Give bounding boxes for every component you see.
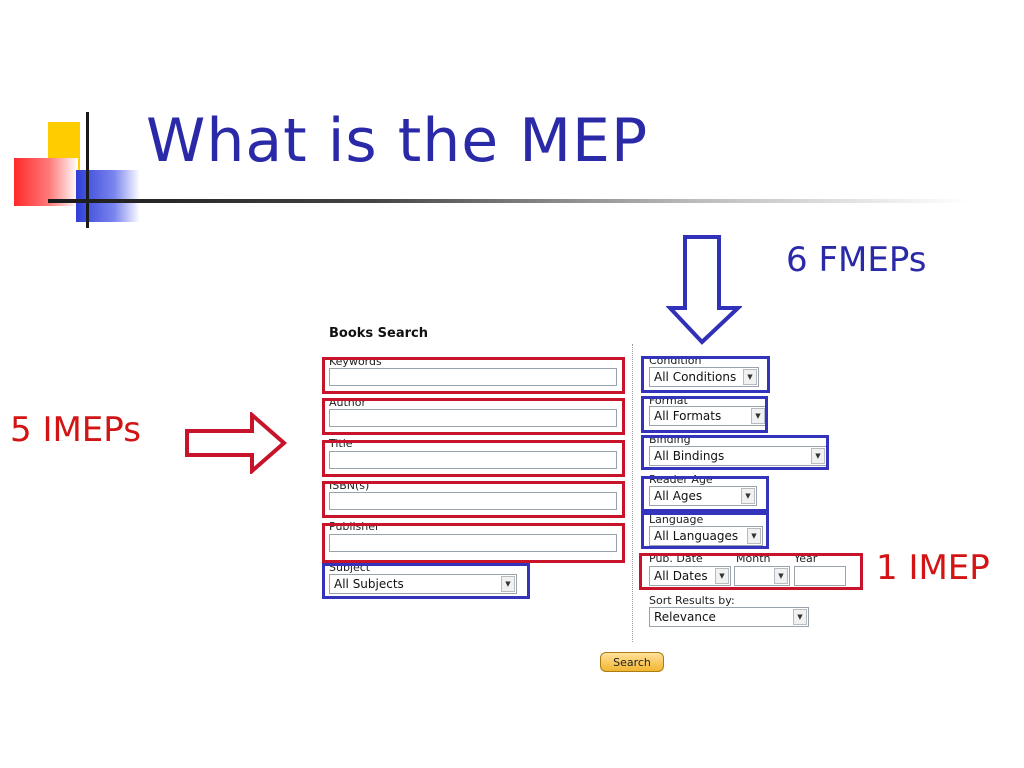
- isbn-label: ISBN(s): [329, 479, 370, 492]
- reader-age-label: Reader Age: [649, 473, 713, 486]
- title-label: Title: [329, 437, 353, 450]
- keywords-label: Keywords: [329, 355, 382, 368]
- chevron-down-icon[interactable]: ▼: [811, 448, 825, 464]
- title-underline: [48, 199, 968, 203]
- format-value: All Formats: [654, 409, 722, 423]
- language-value: All Languages: [654, 529, 739, 543]
- reader-age-value: All Ages: [654, 489, 703, 503]
- binding-select[interactable]: All Bindings ▼: [649, 446, 827, 466]
- search-button[interactable]: Search: [600, 652, 664, 672]
- subject-select[interactable]: All Subjects ▼: [329, 574, 517, 594]
- pub-date-label: Pub. Date: [649, 552, 703, 565]
- sort-select[interactable]: Relevance ▼: [649, 607, 809, 627]
- publisher-input[interactable]: [329, 534, 617, 552]
- format-select[interactable]: All Formats ▼: [649, 406, 767, 426]
- month-label: Month: [736, 552, 771, 565]
- reader-age-select[interactable]: All Ages ▼: [649, 486, 757, 506]
- chevron-down-icon[interactable]: ▼: [741, 488, 755, 504]
- chevron-down-icon[interactable]: ▼: [751, 408, 765, 424]
- sort-label: Sort Results by:: [649, 594, 735, 607]
- month-select[interactable]: ▼: [734, 566, 790, 586]
- slide-title: What is the MEP: [146, 106, 649, 176]
- condition-select[interactable]: All Conditions ▼: [649, 367, 759, 387]
- chevron-down-icon[interactable]: ▼: [774, 568, 788, 584]
- fmeps-label: 6 FMEPs: [786, 240, 927, 280]
- pub-date-value: All Dates: [654, 569, 708, 583]
- language-select[interactable]: All Languages ▼: [649, 526, 763, 546]
- keywords-input[interactable]: [329, 368, 617, 386]
- down-arrow-icon: [666, 235, 742, 345]
- author-label: Author: [329, 396, 367, 409]
- sort-value: Relevance: [654, 610, 716, 624]
- language-label: Language: [649, 513, 704, 526]
- subject-value: All Subjects: [334, 577, 404, 591]
- form-title: Books Search: [329, 326, 429, 341]
- pub-date-select[interactable]: All Dates ▼: [649, 566, 731, 586]
- decor-red-square: [14, 158, 78, 206]
- chevron-down-icon[interactable]: ▼: [501, 576, 515, 592]
- chevron-down-icon[interactable]: ▼: [715, 568, 729, 584]
- imeps-label: 5 IMEPs: [10, 410, 141, 450]
- year-label: Year: [794, 552, 818, 565]
- title-input[interactable]: [329, 451, 617, 469]
- author-input[interactable]: [329, 409, 617, 427]
- imep-label: 1 IMEP: [876, 548, 990, 588]
- subject-label: Subject: [329, 561, 371, 574]
- binding-label: Binding: [649, 433, 691, 446]
- chevron-down-icon[interactable]: ▼: [743, 369, 757, 385]
- condition-label: Condition: [649, 354, 702, 367]
- column-divider: [632, 344, 633, 642]
- chevron-down-icon[interactable]: ▼: [793, 609, 807, 625]
- binding-value: All Bindings: [654, 449, 725, 463]
- publisher-label: Publisher: [329, 520, 380, 533]
- chevron-down-icon[interactable]: ▼: [747, 528, 761, 544]
- decor-vertical-line: [86, 112, 89, 228]
- year-input[interactable]: [794, 566, 846, 586]
- right-arrow-icon: [185, 412, 288, 474]
- isbn-input[interactable]: [329, 492, 617, 510]
- condition-value: All Conditions: [654, 370, 737, 384]
